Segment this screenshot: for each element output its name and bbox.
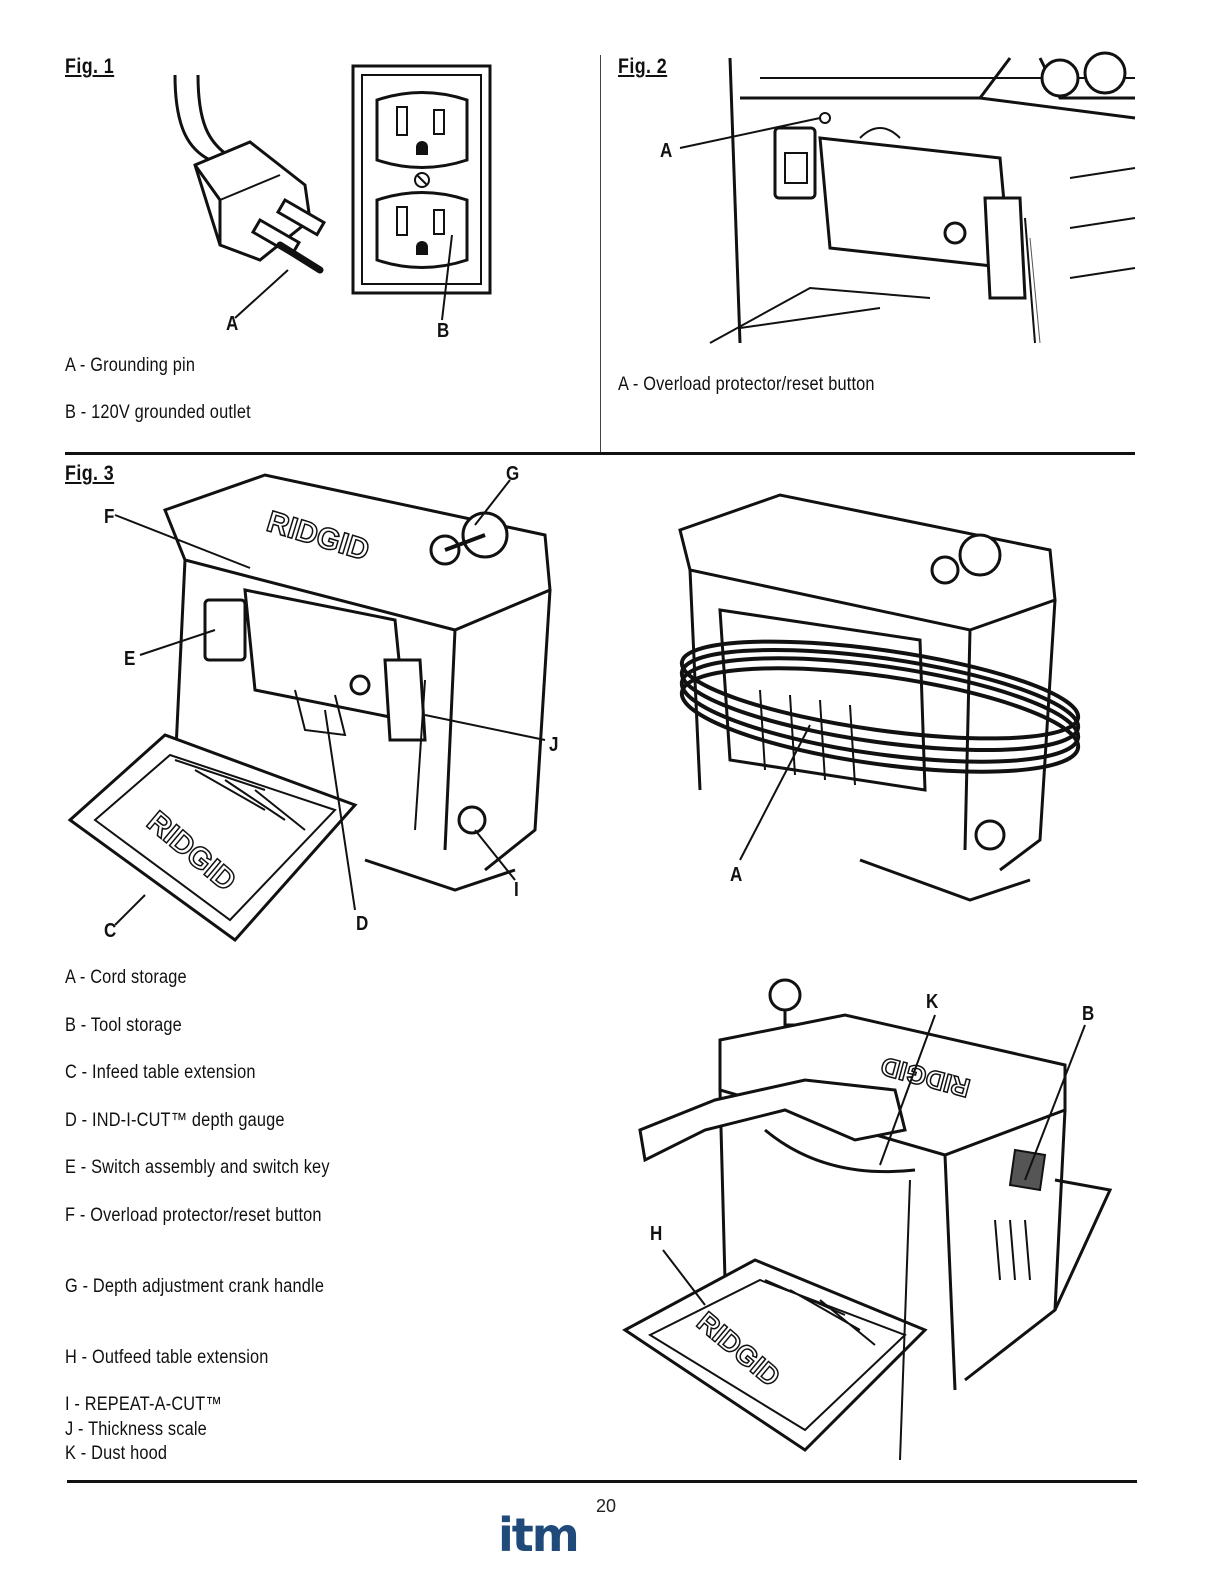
fig3-caption-i: I - REPEAT-A-CUT™ — [65, 1394, 222, 1415]
fig3-caption-b: B - Tool storage — [65, 1015, 182, 1036]
fig3-label-b: B — [1082, 1003, 1095, 1025]
fig3-label-i: I — [514, 879, 519, 901]
section-rule-top — [65, 452, 1135, 455]
planer-cord-storage-view — [670, 490, 1110, 910]
fig2-label-a: A — [660, 140, 673, 162]
outlet-illustration — [352, 65, 492, 295]
fig3-caption-g: G - Depth adjustment crank handle — [65, 1276, 325, 1297]
fig3-caption-a: A - Cord storage — [65, 967, 187, 988]
planer-outfeed-view: RIDGID RIDGID — [625, 980, 1115, 1460]
fig3-caption-d: D - IND-I-CUT™ depth gauge — [65, 1110, 285, 1131]
planer-front-view: RIDGID RIDGID — [65, 470, 595, 950]
fig1-label-a: A — [226, 313, 239, 335]
fig3-caption-f: F - Overload protector/reset button — [65, 1205, 322, 1226]
fig2-caption-a: A - Overload protector/reset button — [618, 374, 875, 395]
fig3-label-a: A — [730, 864, 743, 886]
fig1-title: Fig. 1 — [65, 55, 115, 78]
fig1-label-b: B — [437, 320, 450, 342]
fig3-title: Fig. 3 — [65, 462, 115, 485]
fig3-label-c: C — [104, 920, 117, 942]
planer-overload-closeup — [680, 58, 1135, 343]
fig3-label-e: E — [124, 648, 136, 670]
fig3-label-j: J — [549, 734, 559, 756]
fig1-caption-a: A - Grounding pin — [65, 355, 196, 376]
fig2-title: Fig. 2 — [618, 55, 668, 78]
fig3-caption-h: H - Outfeed table extension — [65, 1347, 269, 1368]
fig3-label-k: K — [926, 991, 939, 1013]
column-divider — [600, 55, 601, 452]
fig3-caption-e: E - Switch assembly and switch key — [65, 1157, 330, 1178]
fig3-label-f: F — [104, 506, 115, 528]
fig3-label-g: G — [506, 463, 520, 485]
fig3-caption-c: C - Infeed table extension — [65, 1062, 256, 1083]
itm-logo: itm — [498, 1508, 580, 1562]
fig3-label-h: H — [650, 1223, 663, 1245]
page-number: 20 — [596, 1496, 617, 1516]
fig1-caption-b: B - 120V grounded outlet — [65, 402, 251, 423]
fig3-label-d: D — [356, 913, 369, 935]
fig3-caption-j: J - Thickness scale — [65, 1419, 207, 1440]
section-rule-bottom — [67, 1480, 1137, 1483]
plug-illustration — [160, 70, 350, 330]
fig3-caption-k: K - Dust hood — [65, 1443, 168, 1464]
